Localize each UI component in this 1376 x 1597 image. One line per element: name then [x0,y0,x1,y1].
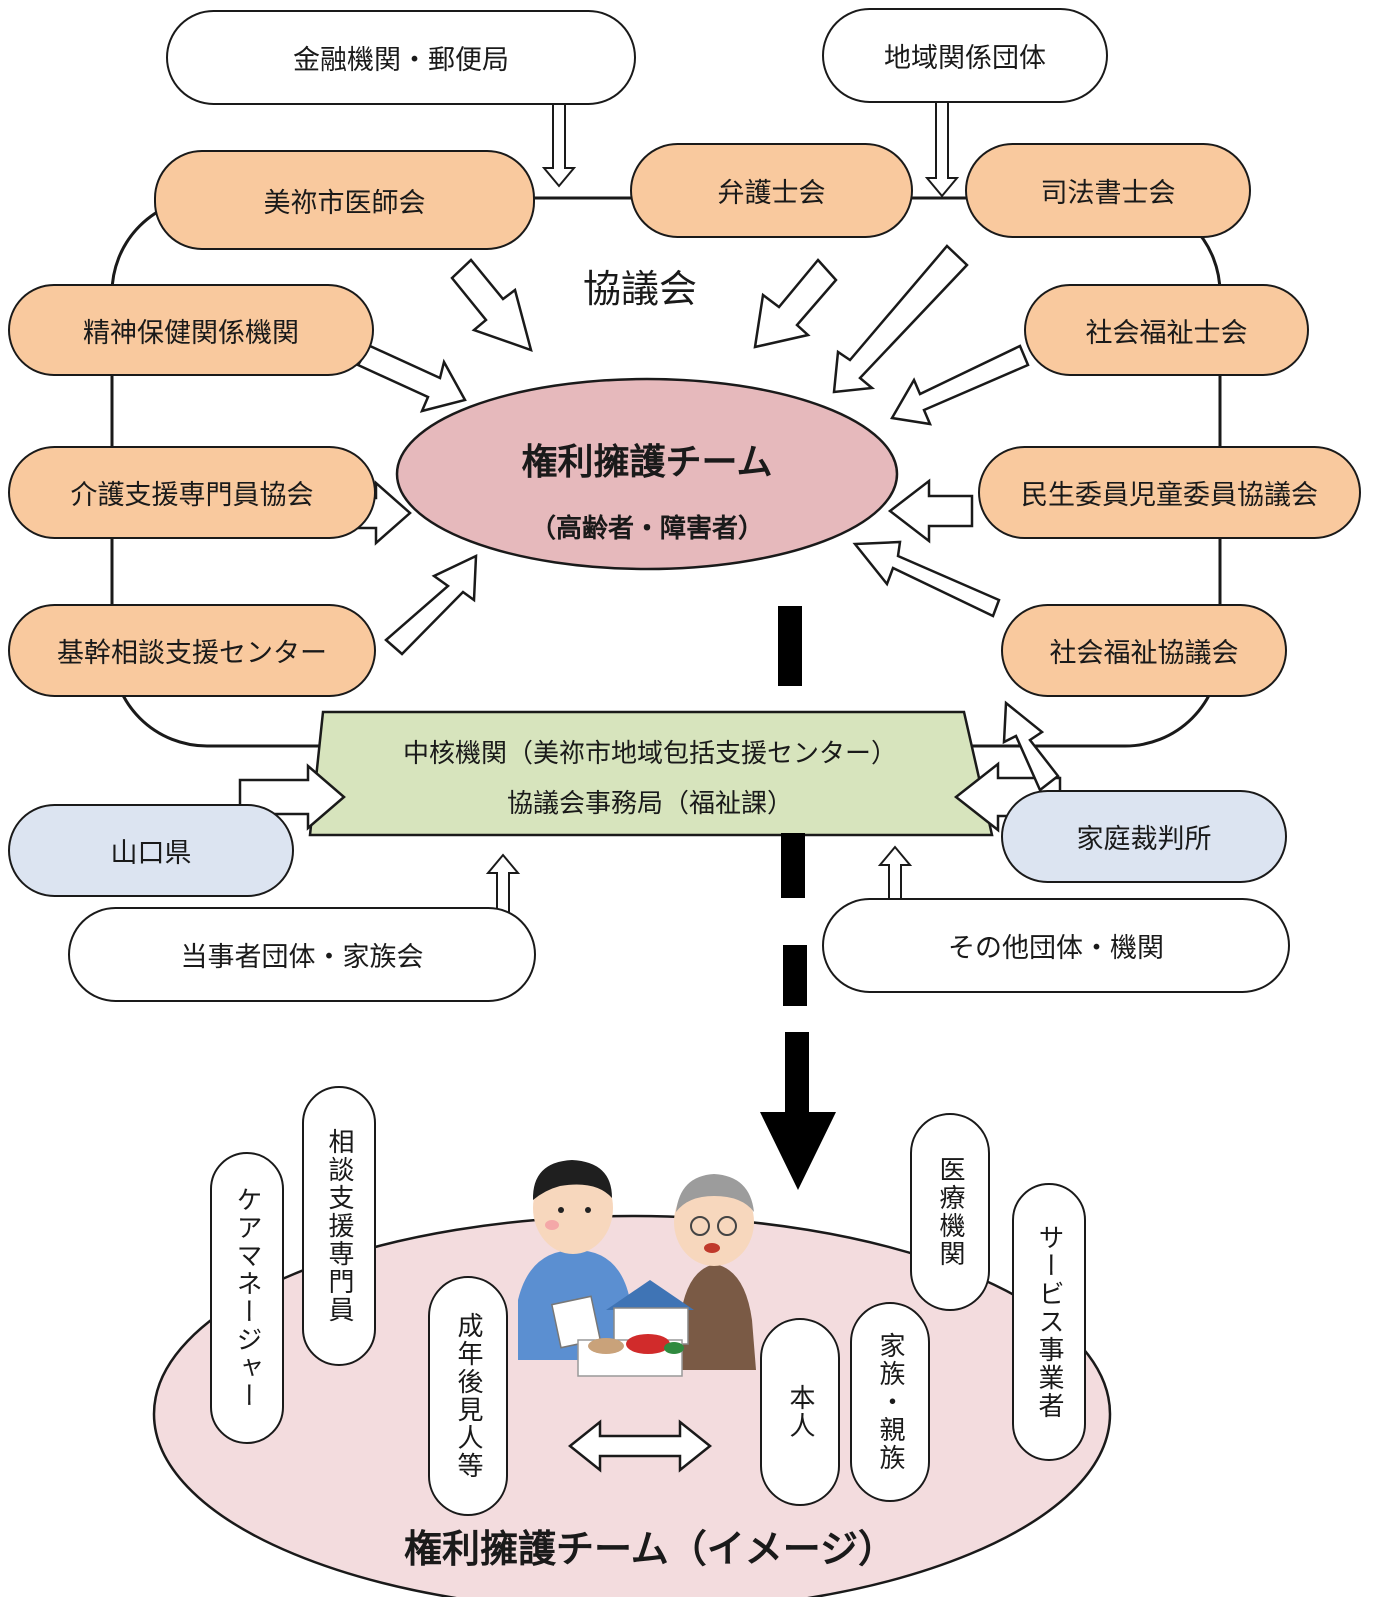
core-org-line1: 中核機関（美祢市地域包括支援センター） [402,739,897,769]
social-welfare-council-box: 社会福祉協議会 [1001,604,1287,697]
yamaguchi-prefecture-box: 山口県 [8,804,294,897]
bar-association-box: 弁護士会 [630,143,913,238]
block-arrow-icon [924,89,960,198]
family-court-box: 家庭裁判所 [1001,790,1287,883]
family-relatives-box: 家族・親族 [850,1302,930,1502]
core-org-line2: 協議会事務局（福祉課） [506,789,793,819]
guardian-box: 成年後見人等 [428,1276,508,1516]
judicial-scriveners-box: 司法書士会 [965,143,1251,238]
medical-institution-box: 医療機関 [910,1113,990,1311]
double-arrow-icon [567,1419,713,1473]
consultation-specialist-box: 相談支援専門員 [302,1086,376,1366]
team-subtitle: （高齢者・障害者） [529,514,764,544]
welfare-commissioners-box: 民生委員児童委員協議会 [978,446,1361,539]
core-consultation-center-box: 基幹相談支援センター [8,604,376,697]
care-managers-association-box: 介護支援専門員協会 [8,446,376,539]
mental-health-box: 精神保健関係機関 [8,284,374,376]
dashed-arrow-icon [760,606,836,1190]
principal-box: 本人 [760,1318,840,1506]
team-title: 権利擁護チーム [521,442,773,483]
social-workers-box: 社会福祉士会 [1024,284,1309,376]
people-illustration [518,1160,756,1377]
team-image-title: 権利擁護チーム（イメージ） [403,1527,897,1571]
regional-groups-box: 地域関係団体 [822,8,1108,103]
team-ellipse [395,377,899,571]
other-organizations-box: その他団体・機関 [822,898,1290,993]
council-label: 協議会 [582,267,697,311]
service-provider-box: サービス事業者 [1012,1183,1086,1461]
financial-institutions-box: 金融機関・郵便局 [166,10,636,105]
care-manager-box: ケアマネージャー [210,1152,284,1444]
stakeholder-groups-box: 当事者団体・家族会 [68,907,536,1002]
medical-association-box: 美祢市医師会 [154,150,535,250]
